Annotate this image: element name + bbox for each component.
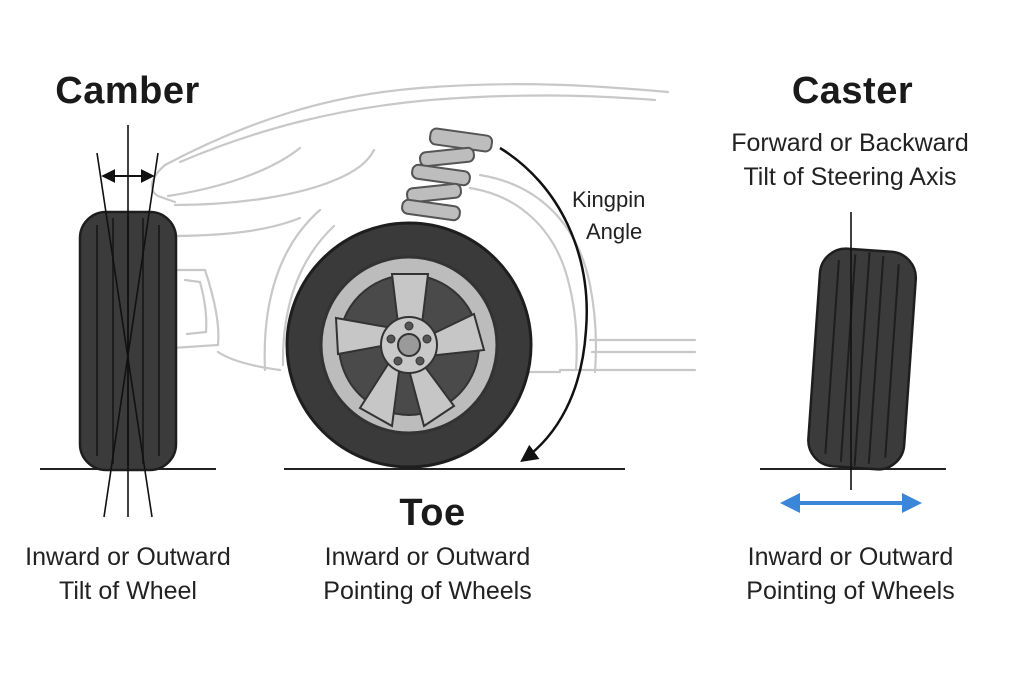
camber-angle-lines xyxy=(96,125,159,518)
kingpin-label-line2: Angle xyxy=(586,219,643,244)
toe-caption-line1: Inward or Outward xyxy=(324,543,531,571)
camber-caption: Inward or Outward Tilt of Wheel xyxy=(8,540,248,608)
camber-title: Camber xyxy=(55,70,200,112)
caster-caption: Inward or Outward Pointing of Wheels xyxy=(718,540,983,608)
kingpin-label-line1: Kingpin xyxy=(572,187,646,212)
kingpin-arc-arrow xyxy=(499,146,588,463)
toe-wheel-icon xyxy=(285,221,533,469)
caster-subtitle: Forward or Backward Tilt of Steering Axi… xyxy=(700,126,1000,194)
car-outline-icon xyxy=(150,83,697,374)
caster-caption-line1: Inward or Outward xyxy=(747,543,954,571)
caster-tire-icon xyxy=(807,247,918,471)
kingpin-label: Kingpin Angle xyxy=(572,184,645,248)
toe-title: Toe xyxy=(399,492,466,534)
camber-caption-line1: Inward or Outward xyxy=(25,543,231,571)
toe-caption: Inward or Outward Pointing of Wheels xyxy=(295,540,560,608)
caster-caption-line2: Pointing of Wheels xyxy=(746,577,955,605)
caster-subtitle-line1: Forward or Backward xyxy=(731,129,969,157)
coil-spring-icon xyxy=(401,127,494,222)
camber-caption-line2: Tilt of Wheel xyxy=(58,577,197,605)
caster-subtitle-line2: Tilt of Steering Axis xyxy=(743,163,957,191)
caster-title: Caster xyxy=(791,70,914,112)
toe-caption-line2: Pointing of Wheels xyxy=(323,577,532,605)
